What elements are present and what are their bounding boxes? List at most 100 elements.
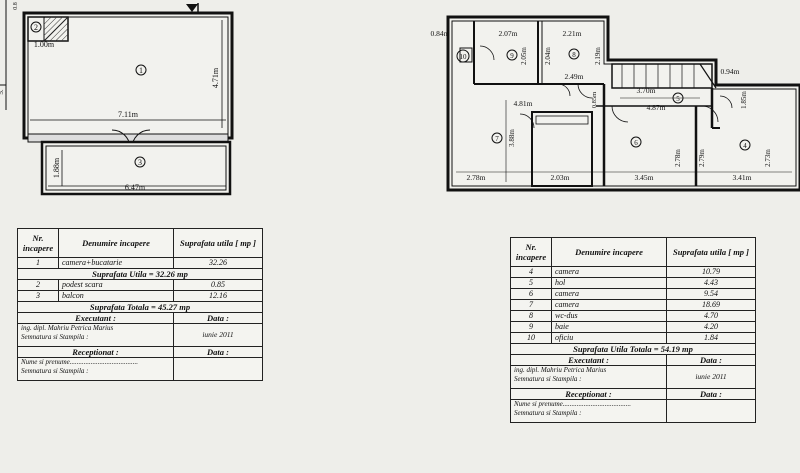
row-nr: 1 <box>17 257 59 269</box>
dim-7-11: 7.11m <box>118 110 139 119</box>
sum-total: Suprafata Totala = 45.27 mp <box>17 301 263 313</box>
room-number-3: 3 <box>138 158 142 167</box>
col-header-area: Suprafata utila [ mp ] <box>666 237 756 267</box>
col-header-area: Suprafata utila [ mp ] <box>173 228 263 258</box>
executant-sign: Semnatura si Stampila : <box>21 333 89 341</box>
row-name: camera <box>551 266 667 278</box>
row-area: 32.26 <box>173 257 263 269</box>
room-number-6: 6 <box>634 139 638 147</box>
room-number-7: 7 <box>495 135 499 143</box>
room-number-2: 2 <box>34 23 38 32</box>
receptionat-cell: Nume si prenume.........................… <box>510 399 667 423</box>
receptionat-date-empty <box>666 399 756 423</box>
dim-3-41: 3.41m <box>733 173 752 182</box>
dim-3-70: 3.70m <box>637 86 656 95</box>
row-nr: 4 <box>510 266 552 278</box>
dim-1-85: 1.85m <box>740 91 748 109</box>
row-nr: 8 <box>510 310 552 322</box>
receptionat-name: Nume si prenume.........................… <box>514 400 631 408</box>
row-name: balcon <box>58 290 174 302</box>
dim-3-88: 3.88m <box>508 129 516 147</box>
row-name: camera <box>551 288 667 300</box>
dim-1-00: 1.00m <box>34 40 55 49</box>
receptionat-data-label: Data : <box>666 388 756 400</box>
right-area-table: Nr. incapere Denumire incapere Suprafata… <box>510 237 756 423</box>
dim-2-73: 2.73m <box>764 149 772 167</box>
table-row: 5 hol 4.43 <box>510 277 756 289</box>
col-header-name: Denumire incapere <box>551 237 667 267</box>
executant-date: iunie 2011 <box>173 323 263 347</box>
row-name: oficiu <box>551 332 667 344</box>
room-number-9: 9 <box>510 52 514 60</box>
row-nr: 3 <box>17 290 59 302</box>
row-area: 4.20 <box>666 321 756 333</box>
dim-2-19: 2.19m <box>594 47 602 65</box>
row-area: 9.54 <box>666 288 756 300</box>
table-row: 8 wc-dus 4.70 <box>510 310 756 322</box>
dim-2-04: 2.04m <box>544 47 552 65</box>
row-area: 18.69 <box>666 299 756 311</box>
edge-mark-top: 0.8 <box>13 2 19 10</box>
dim-2-03: 2.03m <box>551 173 570 182</box>
executant-label: Executant : <box>17 312 174 324</box>
edge-mark-left: 5. <box>0 89 5 95</box>
data-label: Data : <box>666 354 756 366</box>
dim-6-47: 6.47m <box>125 183 146 192</box>
sum-util: Suprafata Utila = 32.26 mp <box>17 268 263 280</box>
dim-0-94: 0.94m <box>721 67 740 76</box>
row-nr: 5 <box>510 277 552 289</box>
table-row: 1 camera+bucatarie 32.26 <box>17 257 263 269</box>
room-number-1: 1 <box>139 66 143 75</box>
dim-0-85: 0.85m <box>591 92 598 108</box>
room-number-8: 8 <box>572 51 576 59</box>
row-name: camera <box>551 299 667 311</box>
row-name: camera+bucatarie <box>58 257 174 269</box>
row-nr: 7 <box>510 299 552 311</box>
receptionat-label: Receptionat : <box>17 346 174 358</box>
receptionat-cell: Nume si prenume.........................… <box>17 357 174 381</box>
table-row: 7 camera 18.69 <box>510 299 756 311</box>
dim-3-45: 3.45m <box>635 173 654 182</box>
room-number-5: 5 <box>676 95 680 103</box>
executant-label: Executant : <box>510 354 667 366</box>
executant-name: ing. dipl. Mahriu Petrica Marius <box>514 366 607 374</box>
dim-1-88: 1.88m <box>52 157 61 178</box>
room-number-4: 4 <box>743 142 747 150</box>
executant-date: iunie 2011 <box>666 365 756 389</box>
executant-cell: ing. dipl. Mahriu Petrica Marius Semnatu… <box>510 365 667 389</box>
executant-name: ing. dipl. Mahriu Petrica Marius <box>21 324 114 332</box>
row-area: 0.85 <box>173 279 263 291</box>
executant-sign: Semnatura si Stampila : <box>514 375 582 383</box>
sum-total: Suprafata Utila Totala = 54.19 mp <box>510 343 756 355</box>
receptionat-sign: Semnatura si Stampila : <box>21 367 89 375</box>
table-row: 4 camera 10.79 <box>510 266 756 278</box>
receptionat-sign: Semnatura si Stampila : <box>514 409 582 417</box>
row-nr: 2 <box>17 279 59 291</box>
row-name: baie <box>551 321 667 333</box>
col-header-nr: Nr. incapere <box>510 237 552 267</box>
row-area: 12.16 <box>173 290 263 302</box>
dim-2-21: 2.21m <box>563 29 582 38</box>
dim-2-79: 2.79m <box>698 149 706 167</box>
room-number-10: 10 <box>460 53 468 61</box>
dim-2-78-vertical: 2.78m <box>674 149 682 167</box>
receptionat-label: Receptionat : <box>510 388 667 400</box>
left-floor-plan <box>0 0 234 196</box>
dim-2-49: 2.49m <box>565 72 584 81</box>
row-name: hol <box>551 277 667 289</box>
table-row: 6 camera 9.54 <box>510 288 756 300</box>
left-area-table: Nr. incapere Denumire incapere Suprafata… <box>17 228 263 381</box>
col-header-name: Denumire incapere <box>58 228 174 258</box>
row-name: wc-dus <box>551 310 667 322</box>
dim-4-81: 4.81m <box>514 99 533 108</box>
row-nr: 6 <box>510 288 552 300</box>
right-plan-labels: 10 9 8 7 6 5 4 0.84m 2.07m 2.21m 2.05m 2… <box>431 29 772 182</box>
right-floor-plan <box>446 15 800 192</box>
dim-2-78: 2.78m <box>467 173 486 182</box>
row-nr: 10 <box>510 332 552 344</box>
row-area: 1.84 <box>666 332 756 344</box>
table-row: 3 balcon 12.16 <box>17 290 263 302</box>
row-nr: 9 <box>510 321 552 333</box>
dim-2-05: 2.05m <box>520 47 528 65</box>
dim-0-84: 0.84m <box>431 29 450 38</box>
